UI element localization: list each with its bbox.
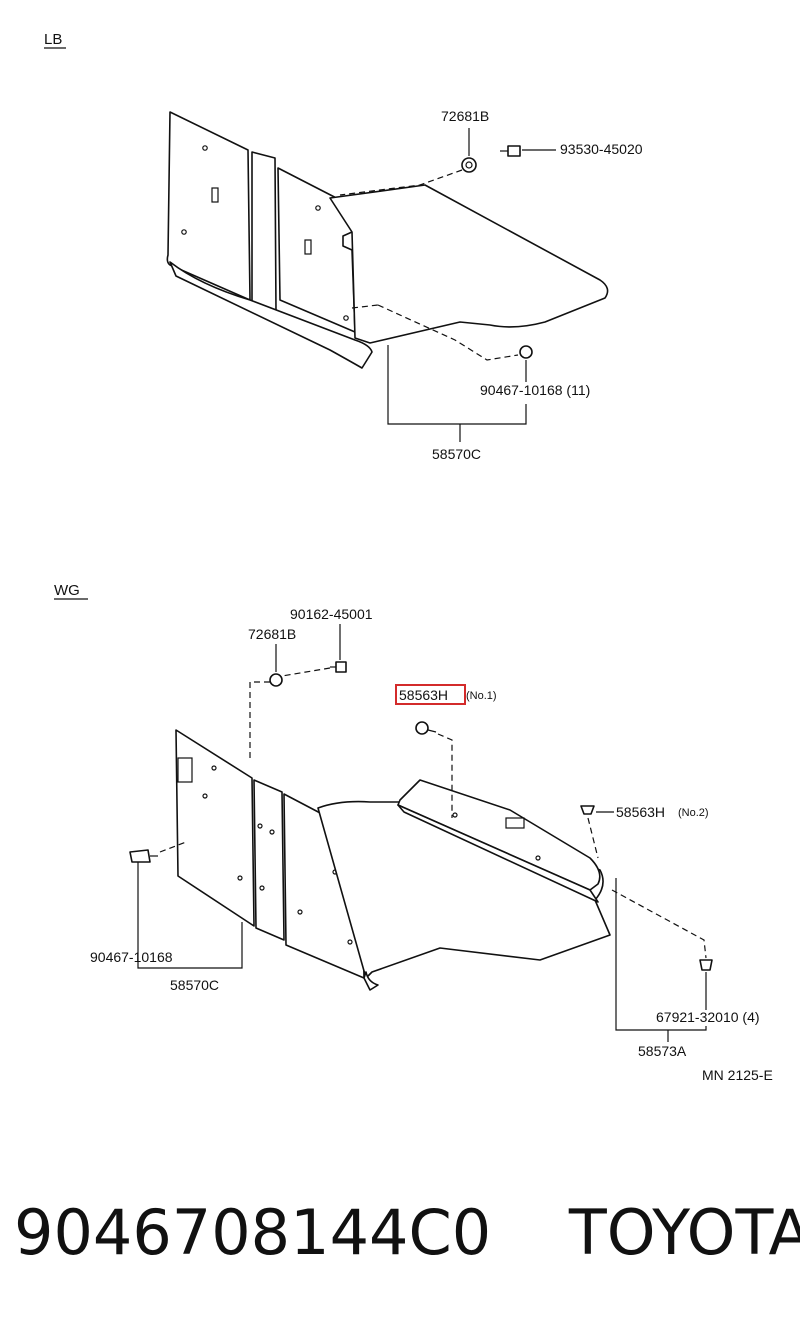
wg-clip-90467	[129, 849, 158, 863]
wg-clip-67921	[699, 959, 713, 971]
lb-floor-panel	[329, 184, 609, 344]
footer-part-number: 9046708144C0	[14, 1196, 492, 1269]
lb-callout-72681b: 72681B	[441, 108, 489, 124]
lb-callout-93530: 93530-45020	[560, 141, 643, 157]
wg-callout-58563h-no2-note: (No.2)	[678, 807, 709, 819]
wg-callout-67921: 67921-32010 (4)	[656, 1009, 760, 1025]
footer: 9046708144C0 TOYOTA	[14, 1188, 800, 1278]
wg-floor-panel	[317, 800, 611, 991]
wg-callout-58563h-no1-note: (No.1)	[466, 690, 497, 702]
wg-callout-58570c: 58570C	[170, 977, 219, 993]
wg-callout-58563h-no1: 58563H	[399, 687, 448, 703]
footer-brand: TOYOTA	[568, 1196, 800, 1269]
wg-callout-90467: 90467-10168	[90, 949, 173, 965]
wg-callout-72681b: 72681B	[248, 626, 296, 642]
lb-callout-58570c: 58570C	[432, 446, 481, 462]
highlight-box	[395, 684, 466, 705]
wg-clip-72681b	[269, 673, 283, 687]
lb-screw-93530	[500, 145, 521, 157]
wg-back-panel	[175, 729, 365, 979]
section-label-wg: WG	[54, 582, 80, 599]
parts-diagram: LB 72681B 93530-45020 90467-10168 (	[44, 31, 773, 1083]
lb-back-panel	[166, 111, 373, 369]
section-label-lb: LB	[44, 31, 62, 48]
wg-callout-58573a: 58573A	[638, 1043, 687, 1059]
wg-clip-58563h-no2	[580, 805, 595, 815]
wg-clip-58563h-no1	[415, 721, 437, 735]
lb-clip-90467	[519, 345, 533, 359]
diagram-reference: MN 2125-E	[702, 1067, 773, 1083]
wg-callout-90162: 90162-45001	[290, 606, 373, 622]
lb-callout-90467: 90467-10168 (11)	[480, 382, 590, 398]
wg-callout-58563h-no2: 58563H	[616, 804, 665, 820]
wg-screw-90162	[330, 661, 347, 673]
lb-clip-72681b	[461, 157, 477, 173]
wg-rail-58573a	[397, 779, 601, 903]
